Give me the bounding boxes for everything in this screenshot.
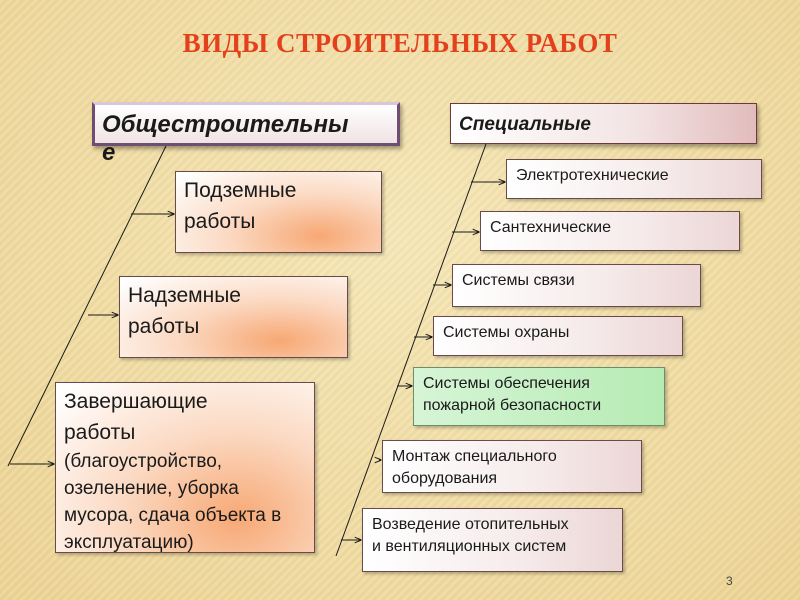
fire-safety-box: Системы обеспечения пожарной безопасност… — [413, 367, 665, 426]
special-equipment-line2: оборудования — [392, 470, 498, 487]
general-construction-header: Общестроительны е — [92, 102, 400, 166]
finishing-works-box: Завершающие работы (благоустройство, озе… — [55, 382, 315, 553]
heating-ventilation-box: Возведение отопительных и вентиляционных… — [362, 508, 623, 572]
underground-works-box: Подземные работы — [175, 171, 382, 253]
fire-safety-line2: пожарной безопасности — [423, 397, 602, 414]
electrical-label: Электротехнические — [516, 167, 669, 184]
fire-safety-line1: Системы обеспечения — [423, 375, 590, 392]
communication-systems-box: Системы связи — [452, 264, 701, 307]
special-works-header: Специальные — [450, 103, 757, 144]
underground-works-line1: Подземные — [184, 179, 297, 202]
general-construction-header-overflow: е — [102, 139, 116, 166]
general-construction-header-text: Общестроительны — [102, 111, 349, 138]
aboveground-works-box: Надземные работы — [119, 276, 348, 358]
security-systems-box: Системы охраны — [433, 316, 683, 356]
left-trunk-line — [7, 145, 167, 467]
aboveground-works-line2: работы — [128, 315, 200, 338]
communication-systems-label: Системы связи — [462, 272, 575, 289]
electrical-box: Электротехнические — [506, 159, 762, 199]
special-equipment-line1: Монтаж специального — [392, 448, 557, 465]
slide-title: ВИДЫ СТРОИТЕЛЬНЫХ РАБОТ — [182, 28, 618, 58]
heating-ventilation-line1: Возведение отопительных — [372, 516, 569, 533]
heating-ventilation-line2: и вентиляционных систем — [372, 538, 567, 555]
finishing-works-line2: работы — [64, 421, 136, 444]
finishing-works-details: (благоустройство, озеленение, уборка мус… — [64, 451, 282, 553]
plumbing-label: Сантехнические — [490, 219, 612, 236]
special-equipment-box: Монтаж специального оборудования — [382, 440, 642, 493]
plumbing-box: Сантехнические — [480, 211, 740, 251]
finishing-works-line1: Завершающие — [64, 390, 208, 413]
underground-works-line2: работы — [184, 210, 256, 233]
page-number: 3 — [726, 574, 733, 588]
right-trunk-line — [335, 143, 487, 557]
security-systems-label: Системы охраны — [443, 324, 570, 341]
aboveground-works-line1: Надземные — [128, 284, 241, 307]
